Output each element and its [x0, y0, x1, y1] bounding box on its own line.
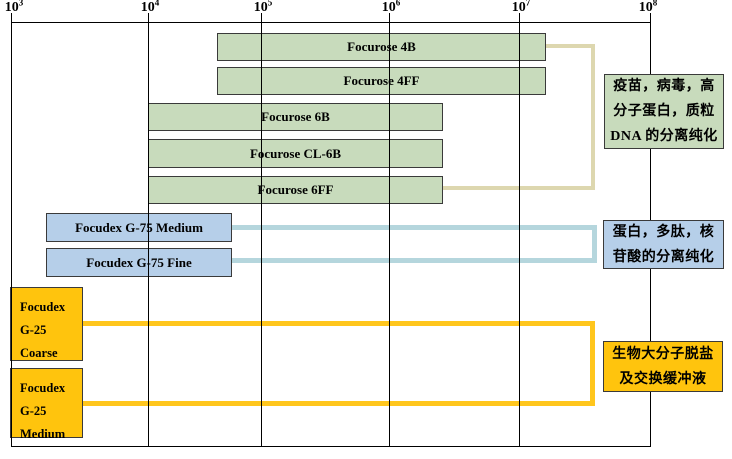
box-line: Focudex [20, 300, 66, 314]
box-line: Coarse [20, 346, 58, 360]
note-line: 生物大分子脱盐 [612, 346, 714, 362]
bar-label: Focurose 6FF [257, 182, 334, 197]
axis-tick-1e4 [148, 13, 149, 22]
axis-tick-label-1e4: 104 [140, 0, 160, 15]
box-line: G-25 [20, 404, 47, 418]
note-protein-peptide-nucleotide: 蛋白，多肽，核 苷酸的分离纯化 [603, 220, 724, 269]
bar-label: Focudex G-75 Fine [86, 254, 192, 270]
note-line: 及交换缓冲液 [619, 371, 707, 387]
bar-focurose-4ff: Focurose 4FF [217, 67, 546, 95]
bar-label: Focurose CL-6B [249, 145, 342, 161]
note-desalting-buffer-exchange: 生物大分子脱盐 及交换缓冲液 [603, 341, 723, 392]
bar-label: Focurose 4B [347, 39, 416, 54]
bar-focudex-g25-coarse: Focudex G-25 Coarse [10, 287, 83, 361]
bar-focudex-g75-medium: Focudex G-75 Medium [46, 213, 232, 242]
blue-group-bracket [232, 225, 597, 263]
note-line: 疫苗，病毒，高 [613, 79, 715, 94]
gridline-1e6 [389, 22, 390, 447]
axis-tick-1e8 [650, 13, 651, 22]
bar-focudex-g25-medium: Focudex G-25 Medium [10, 368, 83, 441]
axis-tick-label-1e6: 106 [381, 0, 401, 15]
box-line: G-25 [20, 323, 47, 337]
note-line: 苷酸的分离纯化 [612, 249, 715, 265]
axis-tick-1e3 [11, 13, 12, 22]
note-line: 分子蛋白，质粒 [613, 104, 715, 119]
axis-tick-label-1e7: 107 [511, 0, 531, 15]
axis-tick-1e7 [519, 13, 520, 22]
bar-focurose-6b: Focurose 6B [148, 103, 443, 131]
gridline-1e4 [148, 22, 149, 447]
bar-label: Focurose 6B [261, 109, 330, 124]
axis-tick-1e6 [389, 13, 390, 22]
axis-tick-label-1e8: 108 [638, 0, 658, 15]
note-line: 蛋白，多肽，核 [612, 224, 715, 240]
axis-tick-label-1e5: 105 [253, 0, 273, 15]
bar-focurose-cl-6b: Focurose CL-6B [148, 139, 443, 168]
bar-focurose-4b: Focurose 4B [217, 33, 546, 61]
gridline-1e5 [261, 22, 262, 447]
bar-label: Focudex G-75 Medium [75, 219, 203, 235]
green-group-bracket-top [545, 44, 595, 190]
gridline-1e7 [519, 22, 520, 447]
bar-focurose-6ff: Focurose 6FF [148, 176, 443, 204]
bar-label: Focurose 4FF [343, 73, 420, 88]
note-line: DNA 的分离纯化 [610, 129, 718, 144]
axis-tick-label-1e3: 103 [4, 0, 24, 15]
bar-focudex-g75-fine: Focudex G-75 Fine [46, 248, 232, 277]
yellow-group-bracket [82, 321, 595, 406]
box-line: Focudex [20, 381, 66, 395]
note-vaccine-virus-plasmid: 疫苗，病毒，高 分子蛋白，质粒 DNA 的分离纯化 [604, 74, 724, 149]
axis-tick-1e5 [261, 13, 262, 22]
box-line: Medium [20, 427, 66, 441]
